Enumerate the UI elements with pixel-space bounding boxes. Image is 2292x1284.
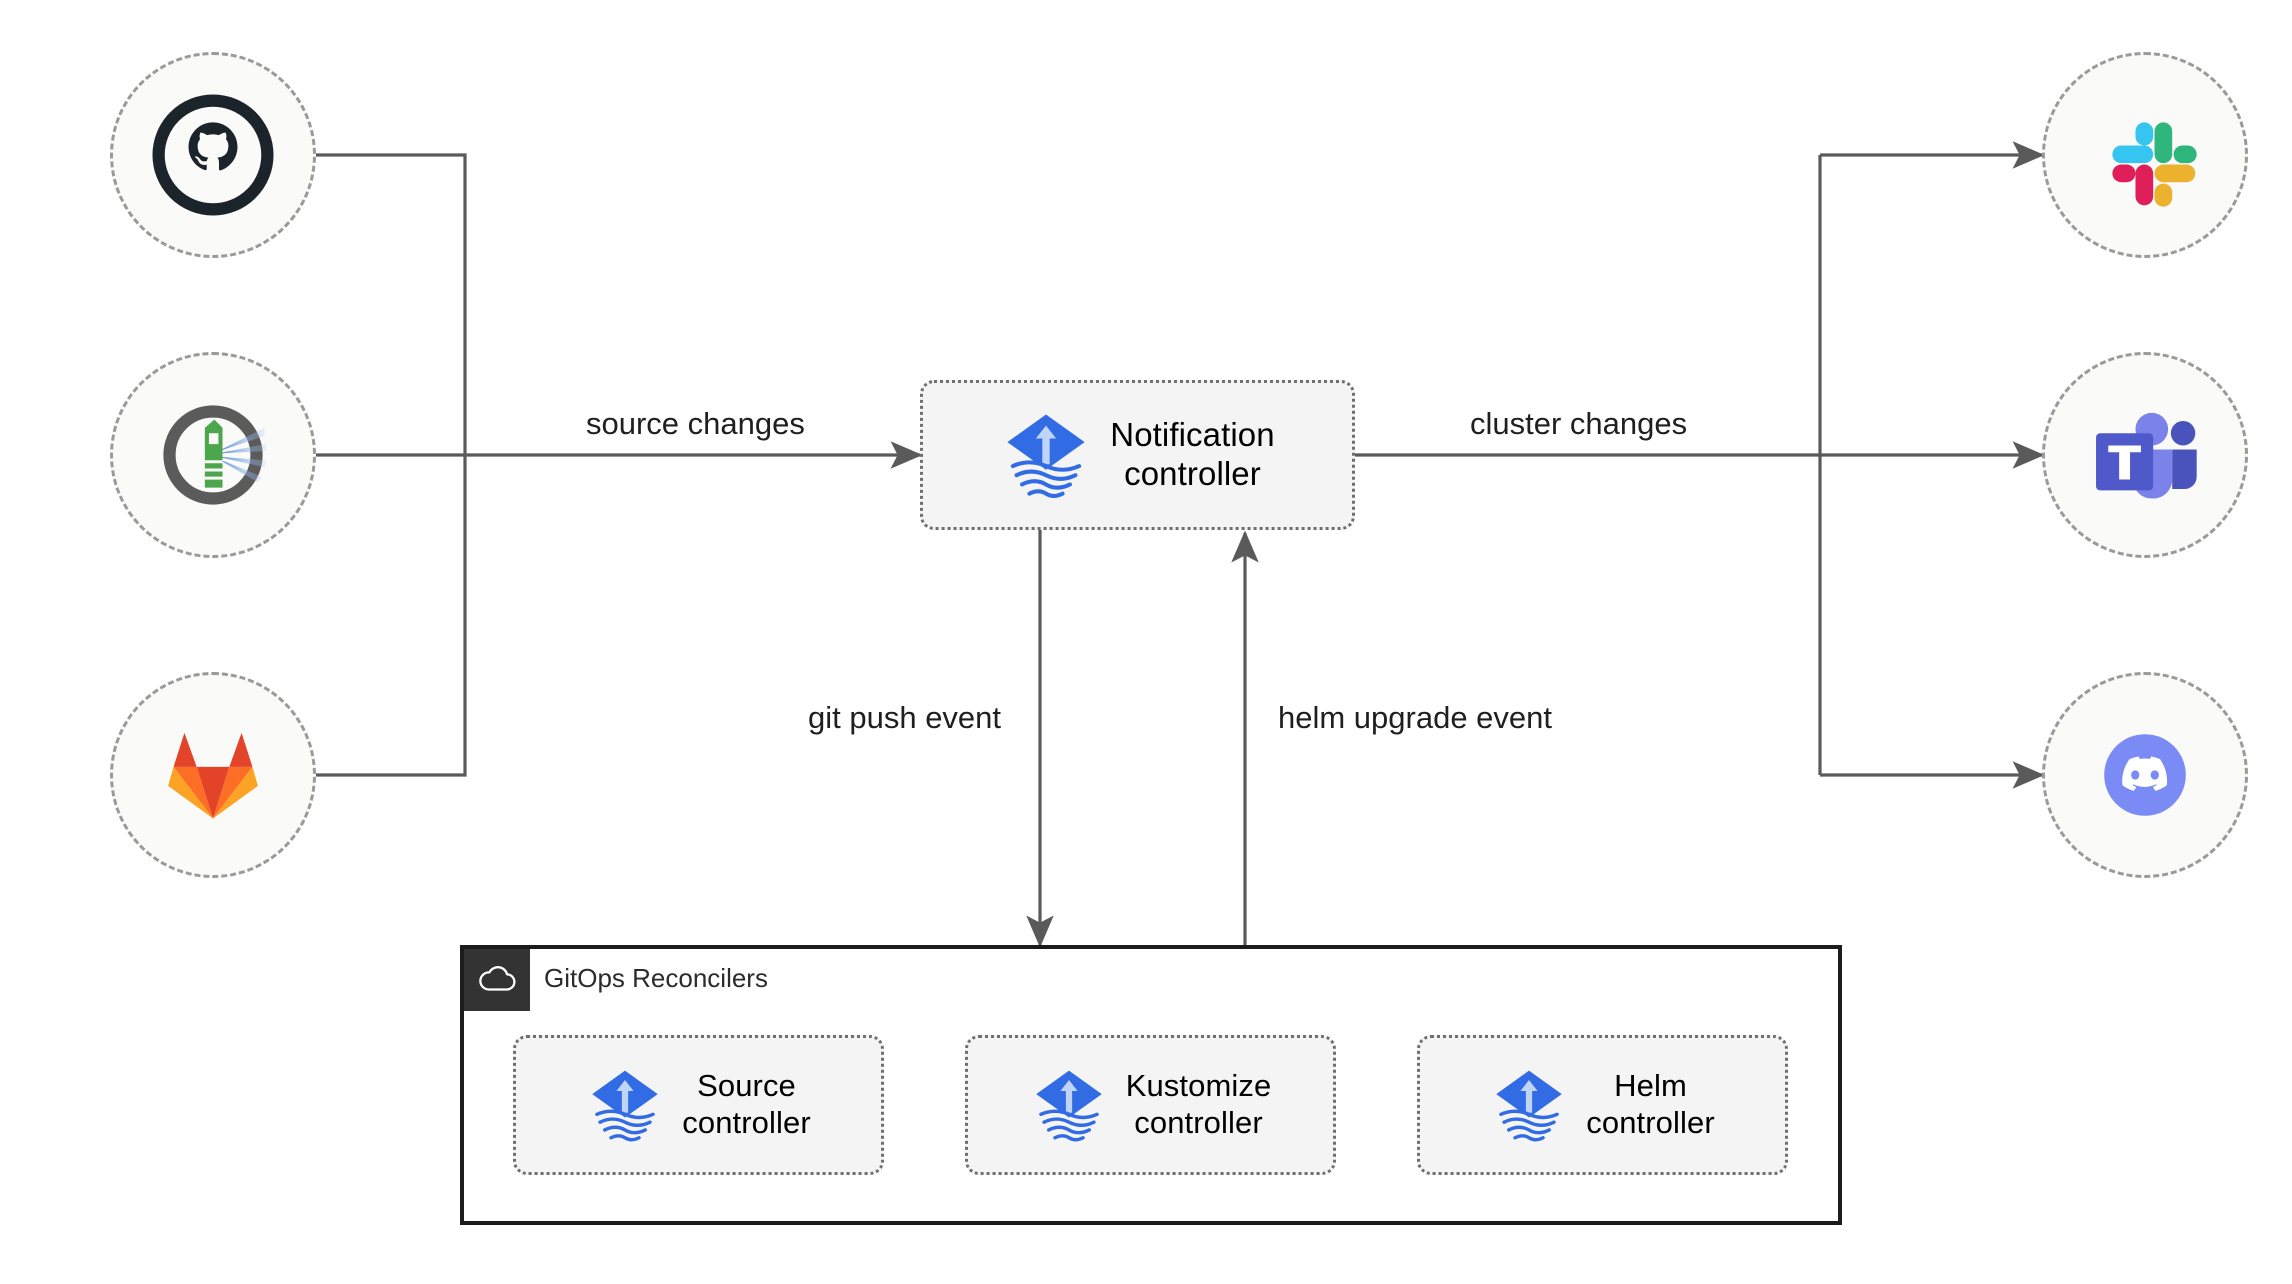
- source-node-gitlab[interactable]: [110, 672, 316, 878]
- notification-controller-label: Notification controller: [1110, 416, 1275, 492]
- slack-icon: [2112, 122, 2197, 207]
- helm-controller-label: Helm controller: [1586, 1068, 1715, 1140]
- gitops-reconcilers-title: GitOps Reconcilers: [544, 963, 768, 993]
- helm-controller-node[interactable]: Helm controller: [1417, 1035, 1788, 1175]
- flux-icon: [592, 1070, 659, 1142]
- discord-icon: [2104, 734, 2186, 816]
- cloud-icon: [479, 966, 516, 991]
- microsoft-teams-icon: [2096, 412, 2197, 499]
- notification-controller-node[interactable]: Notification controller: [920, 380, 1355, 530]
- source-controller-node[interactable]: Source controller: [513, 1035, 884, 1175]
- destination-node-discord[interactable]: [2042, 672, 2248, 878]
- github-icon: [152, 94, 274, 216]
- edge-label-helm-upgrade-event: helm upgrade event: [1270, 700, 1561, 735]
- gitlab-icon: [168, 732, 258, 819]
- source-node-gitea[interactable]: [110, 352, 316, 558]
- edge-label-source-changes: source changes: [578, 406, 813, 441]
- destination-node-teams[interactable]: [2042, 352, 2248, 558]
- source-controller-label: Source controller: [682, 1068, 811, 1140]
- edge-label-cluster-changes: cluster changes: [1462, 406, 1696, 441]
- gitea-icon: [163, 405, 267, 505]
- kustomize-controller-node[interactable]: Kustomize controller: [965, 1035, 1336, 1175]
- source-node-github[interactable]: [110, 52, 316, 258]
- destination-node-slack[interactable]: [2042, 52, 2248, 258]
- flux-icon: [1035, 1070, 1102, 1142]
- edge-label-git-push-event: git push event: [800, 700, 1010, 735]
- kustomize-controller-label: Kustomize controller: [1125, 1068, 1272, 1140]
- flux-icon: [1496, 1070, 1563, 1142]
- cloud-icon-tab: [464, 949, 530, 1011]
- flux-icon: [1007, 414, 1085, 498]
